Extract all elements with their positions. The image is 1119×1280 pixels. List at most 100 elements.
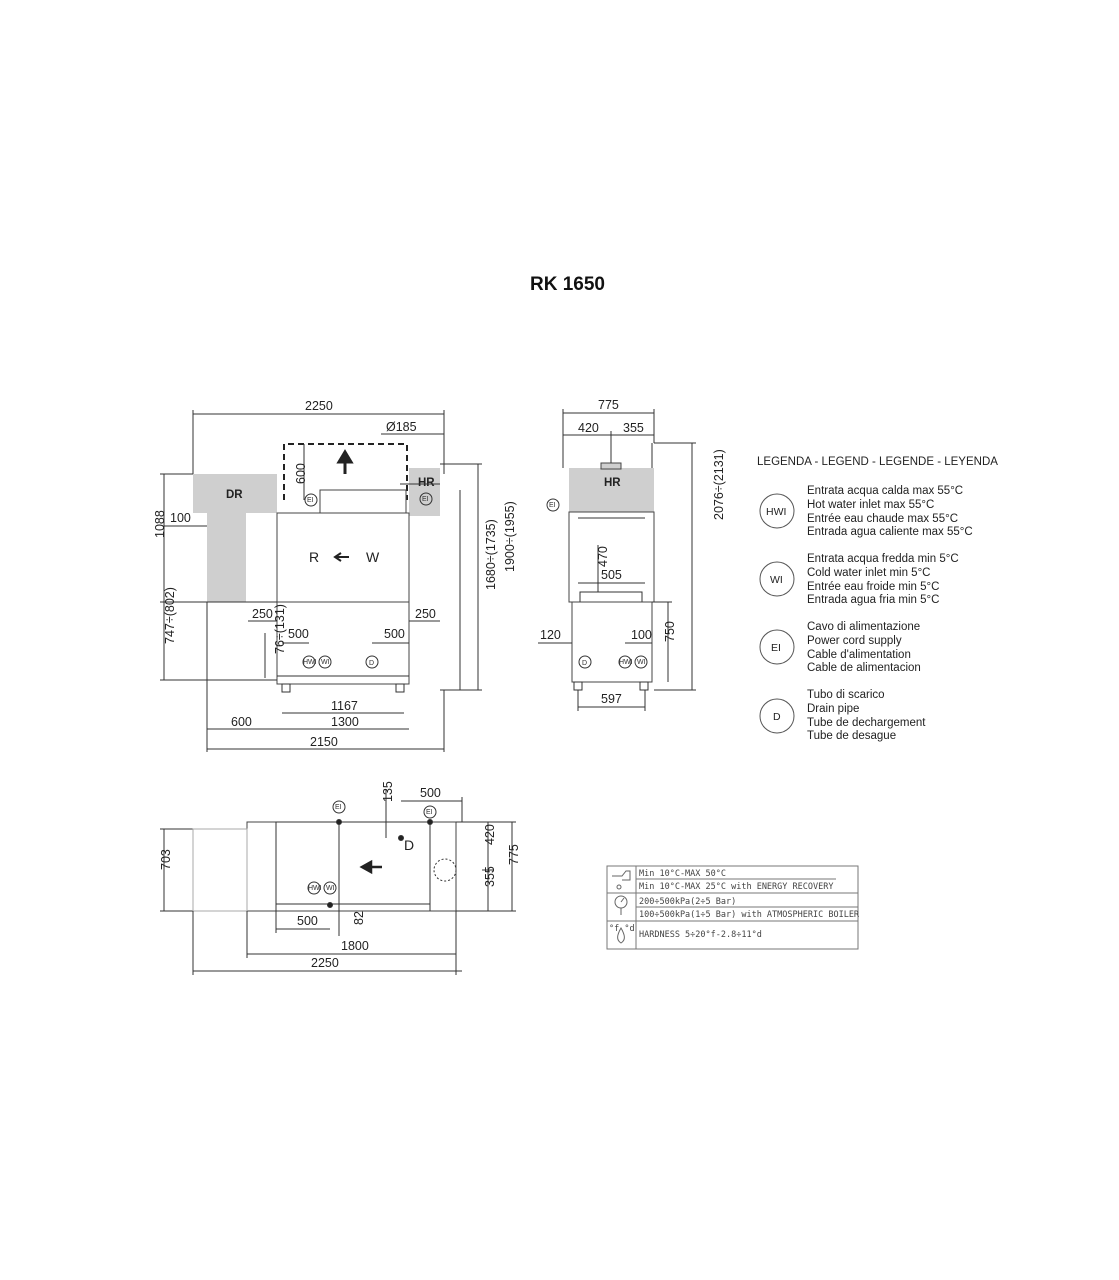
- plan-view: D EI EI HWI WI 703 135 500 4: [159, 781, 521, 975]
- svg-text:Entrada agua fria min 5°C: Entrada agua fria min 5°C: [807, 594, 939, 606]
- svg-text:EI: EI: [549, 502, 556, 509]
- side-lower-cabinet: [571, 601, 653, 683]
- legend-item-wi: WI Entrata acqua fredda min 5°C Cold wat…: [759, 553, 959, 606]
- hwi-marker: HWI: [302, 655, 317, 669]
- svg-text:Entrata acqua fredda min 5°C: Entrata acqua fredda min 5°C: [807, 553, 959, 565]
- svg-text:HWI: HWI: [619, 659, 633, 666]
- page-title: RK 1650: [530, 274, 605, 295]
- side-dim-775: 775: [598, 398, 619, 412]
- dim-1167: 1167: [331, 699, 358, 713]
- plan-ei-marker-right: EI: [423, 805, 437, 819]
- plan-dim-82: 82: [352, 911, 366, 925]
- spec-row-3: 200÷500kPa(2÷5 Bar): [639, 897, 736, 907]
- side-ei-marker: EI: [546, 498, 560, 512]
- spec-row-1: Min 10°C-MAX 50°C: [639, 869, 726, 879]
- dr-column: [207, 513, 246, 602]
- dim-76: 76÷(131): [273, 604, 287, 654]
- side-dim-420: 420: [578, 421, 599, 435]
- dim-1088: 1088: [153, 510, 167, 538]
- side-body: [568, 511, 655, 603]
- side-hr-label: HR: [604, 477, 621, 489]
- legend-heading: LEGENDA - LEGEND - LEGENDE - LEYENDA: [757, 456, 998, 468]
- ei-marker-right: EI: [419, 492, 433, 506]
- plan-flow-arrow: [359, 859, 382, 875]
- plan-dim-500-top: 500: [420, 786, 441, 800]
- side-dim-100: 100: [631, 628, 652, 642]
- svg-text:EI: EI: [307, 497, 314, 504]
- dim-1300: 1300: [331, 715, 359, 729]
- dim-100: 100: [170, 511, 191, 525]
- ei-marker-left: EI: [304, 493, 318, 507]
- svg-text:EI: EI: [422, 496, 429, 503]
- legend: LEGENDA - LEGEND - LEGENDE - LEYENDA HWI…: [757, 456, 998, 742]
- side-dim-120: 120: [540, 628, 561, 642]
- legend-item-d: D Tubo di scarico Drain pipe Tube de dec…: [759, 689, 926, 742]
- dr-block: [193, 474, 277, 513]
- side-dim-505: 505: [601, 568, 622, 582]
- hr-block: [409, 468, 440, 516]
- legend-item-ei: EI Cavo di alimentazione Power cord supp…: [759, 621, 921, 674]
- svg-text:Power cord supply: Power cord supply: [807, 635, 902, 647]
- d-marker: D: [365, 655, 379, 669]
- plan-dim-420: 420: [483, 824, 497, 845]
- side-wi-marker: WI: [634, 655, 648, 669]
- plan-dim-775: 775: [507, 844, 521, 865]
- plan-dim-2250: 2250: [311, 956, 339, 970]
- wi-marker: WI: [318, 655, 332, 669]
- side-d-marker: D: [578, 655, 592, 669]
- svg-text:D: D: [773, 711, 781, 723]
- plan-ei-marker-left: EI: [332, 800, 346, 814]
- spec-row-4: 100÷500kPa(1÷5 Bar) with ATMOSPHERIC BOI…: [639, 910, 860, 920]
- spec-table: °f °d Min 10°C-MAX 50°C Min 10°C-MAX 25°…: [606, 865, 860, 950]
- svg-text:WI: WI: [321, 659, 330, 666]
- spec-row-2: Min 10°C-MAX 25°C with ENERGY RECOVERY: [639, 882, 833, 892]
- svg-text:Cable de alimentacion: Cable de alimentacion: [807, 662, 921, 674]
- svg-text:HWI: HWI: [308, 885, 322, 892]
- svg-text:WI: WI: [637, 659, 646, 666]
- plan-hwi-marker: HWI: [307, 881, 322, 895]
- side-dim-470: 470: [596, 546, 610, 567]
- plan-outline: [246, 821, 457, 912]
- svg-text:Cable d'alimentation: Cable d'alimentation: [807, 649, 911, 661]
- plan-dim-703: 703: [159, 849, 173, 870]
- w-label: W: [366, 549, 380, 565]
- svg-text:EI: EI: [771, 642, 781, 654]
- plan-dim-135: 135: [381, 781, 395, 802]
- control-panel: [319, 489, 407, 514]
- dr-label: DR: [226, 489, 243, 501]
- front-view: DR HR R W EI EI HWI: [153, 399, 517, 752]
- svg-text:Tubo di scarico: Tubo di scarico: [807, 689, 885, 701]
- svg-text:WI: WI: [770, 574, 783, 586]
- dim-250-right: 250: [415, 607, 436, 621]
- flow-arrow: [333, 552, 349, 562]
- side-hwi-marker: HWI: [618, 655, 633, 669]
- plan-dim-500-bot: 500: [297, 914, 318, 928]
- plan-d-label: D: [404, 837, 414, 853]
- dim-1900: 1900÷(1955): [503, 501, 517, 572]
- water-hardness-icon: °f °d: [609, 924, 635, 944]
- side-dim-355: 355: [623, 421, 644, 435]
- spec-row-5: HARDNESS 5÷20°f-2.8÷11°d: [639, 930, 762, 940]
- side-hr-block: [569, 468, 654, 512]
- svg-text:EI: EI: [335, 804, 342, 811]
- svg-text:Hot water inlet max 55°C: Hot water inlet max 55°C: [807, 499, 934, 511]
- side-dim-750: 750: [663, 621, 677, 642]
- side-dim-597: 597: [601, 692, 622, 706]
- svg-text:Tube de desague: Tube de desague: [807, 730, 896, 742]
- svg-text:Cold water inlet min 5°C: Cold water inlet min 5°C: [807, 567, 930, 579]
- svg-text:EI: EI: [426, 809, 433, 816]
- svg-text:WI: WI: [326, 885, 335, 892]
- dim-747: 747÷(802): [163, 587, 177, 644]
- dim-500-left: 500: [288, 627, 309, 641]
- legend-item-hwi: HWI Entrata acqua calda max 55°C Hot wat…: [759, 485, 973, 538]
- pressure-gauge-icon: [614, 895, 628, 915]
- dim-2250-front: 2250: [305, 399, 333, 413]
- svg-text:Entrée eau chaude max 55°C: Entrée eau chaude max 55°C: [807, 513, 958, 525]
- dim-250-left: 250: [252, 607, 273, 621]
- svg-text:Entrée eau froide min 5°C: Entrée eau froide min 5°C: [807, 581, 939, 593]
- svg-text:Entrada agua caliente max 55°C: Entrada agua caliente max 55°C: [807, 526, 973, 538]
- svg-text:HWI: HWI: [303, 659, 317, 666]
- svg-text:HWI: HWI: [766, 506, 786, 518]
- svg-text:Drain pipe: Drain pipe: [807, 703, 859, 715]
